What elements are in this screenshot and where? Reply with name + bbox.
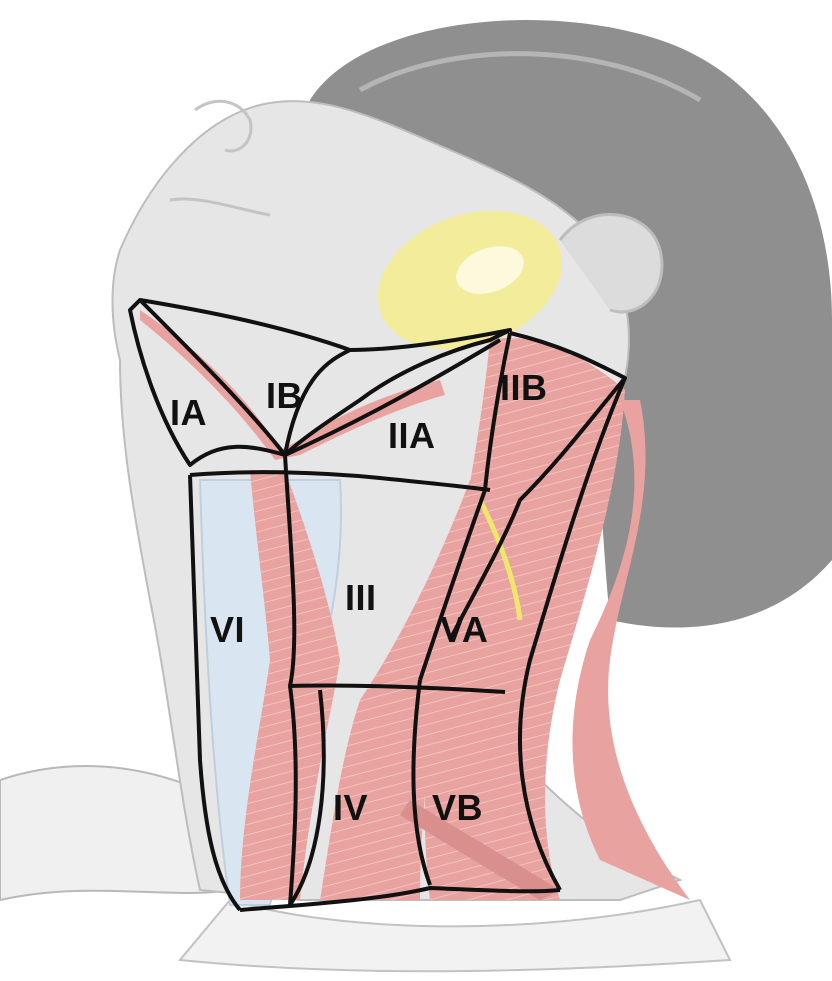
level-label-IA: IA (170, 395, 207, 431)
level-label-IV: IV (333, 790, 368, 826)
level-label-VI: VI (210, 612, 245, 648)
level-label-IIB: IIB (500, 370, 548, 406)
level-label-III: III (345, 580, 377, 616)
level-label-VA: VA (440, 612, 488, 648)
level-label-IB: IB (266, 378, 303, 414)
level-label-VB: VB (432, 790, 483, 826)
level-label-IIA: IIA (388, 418, 436, 454)
chest-outline (180, 900, 730, 971)
